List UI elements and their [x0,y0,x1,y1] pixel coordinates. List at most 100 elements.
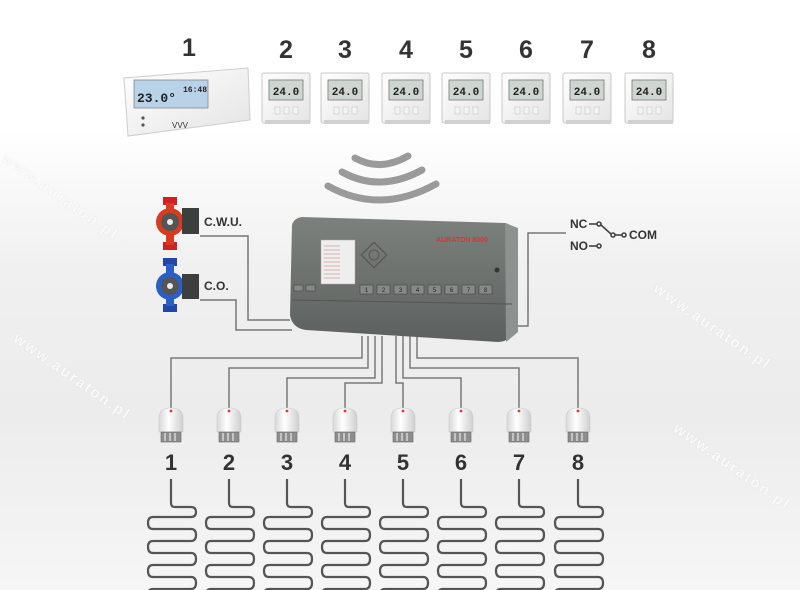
actuator [274,407,300,443]
room-thermostat: 24.0 [562,72,612,124]
main-thermostat-temperature: 23.0° [137,91,176,106]
thermostat-button [514,106,521,115]
thermostat-button [646,106,653,115]
relay-nc-label: NC [570,217,588,231]
thermostat-display: 24.0 [393,87,419,99]
pump-button [293,284,304,292]
zone-button [444,284,459,295]
actuator-number-7: 7 [512,450,526,475]
main-thermostat-logo: VVV [172,121,189,130]
thermostat-number-4: 4 [399,36,413,64]
room-thermostat: 24.0 [441,72,491,124]
room-thermostat: 24.0 [381,72,431,124]
zone-button [376,284,391,295]
thermostat-number-2: 2 [279,36,293,64]
thermostat-button [403,106,410,115]
zone-button [359,284,374,295]
floor-heating-coil-icon [553,479,605,590]
thermostat-number-1: 1 [182,34,196,62]
thermostat-lcd [508,79,544,101]
actuator-number-8: 8 [571,450,585,475]
actuator-number-6: 6 [454,450,468,475]
thermostat-button [412,106,419,115]
room-thermostat: 24.0 [320,72,370,124]
relay-com-label: COM [629,228,657,242]
thermostat-lcd [327,79,363,101]
zone-button [461,284,476,295]
auraton-logo-icon [360,241,388,269]
thermostat-button [523,106,530,115]
floor-heating-coil-icon [320,479,372,590]
thermostat-number-7: 7 [580,36,594,64]
thermostat-number-5: 5 [459,36,473,64]
zone-button [393,284,408,295]
main-thermostat [123,67,251,137]
thermostat-display: 24.0 [513,87,539,99]
thermostat-lcd [569,79,605,101]
room-thermostat: 24.0 [501,72,551,124]
thermostat-button [292,106,299,115]
thermostat-button [532,106,539,115]
actuator-number-2: 2 [222,450,236,475]
thermostat-button [463,106,470,115]
zone-button-label: 7 [467,288,471,294]
room-thermostat: 24.0 [624,72,674,124]
thermostat-lcd [133,79,209,109]
actuator-number-1: 1 [164,450,178,475]
actuator [332,407,358,443]
thermostat-button [342,106,349,115]
relay-switch-icon [589,221,627,249]
thermostat-button [575,106,582,115]
pump-button [305,284,316,292]
zone-button-label: 1 [365,288,369,294]
thermostat-display: 24.0 [574,87,600,99]
floor-heating-coil-icon [436,479,488,590]
actuator [158,407,184,443]
thermostat-button [274,106,281,115]
actuator [506,407,532,443]
thermostat-button [472,106,479,115]
thermostat-button [351,106,358,115]
actuator [390,407,416,443]
pump-cwu [156,197,199,250]
zone-button-label: 6 [450,288,454,294]
pump-label-co: C.O. [204,279,229,293]
pump-label-cwu: C.W.U. [204,215,242,229]
thermostat-button [394,106,401,115]
thermostat-button [283,106,290,115]
room-thermostat: 24.0 [261,72,311,124]
relay-no-label: NO [570,239,588,253]
thermostat-lcd [448,79,484,101]
thermostat-lcd [388,79,424,101]
thermostat-button [333,106,340,115]
zone-button-label: 3 [399,288,403,294]
thermostat-number-8: 8 [642,36,656,64]
pump-wires [200,235,292,331]
zone-button-label: 5 [433,288,437,294]
thermostat-number-6: 6 [519,36,533,64]
floor-heating-coil-icon [494,479,546,590]
actuator-wires [170,336,579,410]
floor-heating-coil-icon [146,479,198,590]
controller-brand: AURATON 8000 [436,237,488,244]
thermostat-lcd [631,79,667,101]
thermostat-button [593,106,600,115]
controller-box [290,217,518,342]
floor-heating-coil-icon [378,479,430,590]
thermostat-button [637,106,644,115]
floor-heating-coil-icon [262,479,314,590]
thermostat-button [454,106,461,115]
thermostat-display: 24.0 [453,87,479,99]
actuator-number-3: 3 [280,450,294,475]
actuator [448,407,474,443]
thermostat-lcd [268,79,304,101]
zone-button-label: 8 [484,288,488,294]
pump-co [156,258,199,312]
wireless-signal-icon [324,152,440,204]
thermostat-button [655,106,662,115]
zone-button [410,284,425,295]
actuator-number-5: 5 [396,450,410,475]
